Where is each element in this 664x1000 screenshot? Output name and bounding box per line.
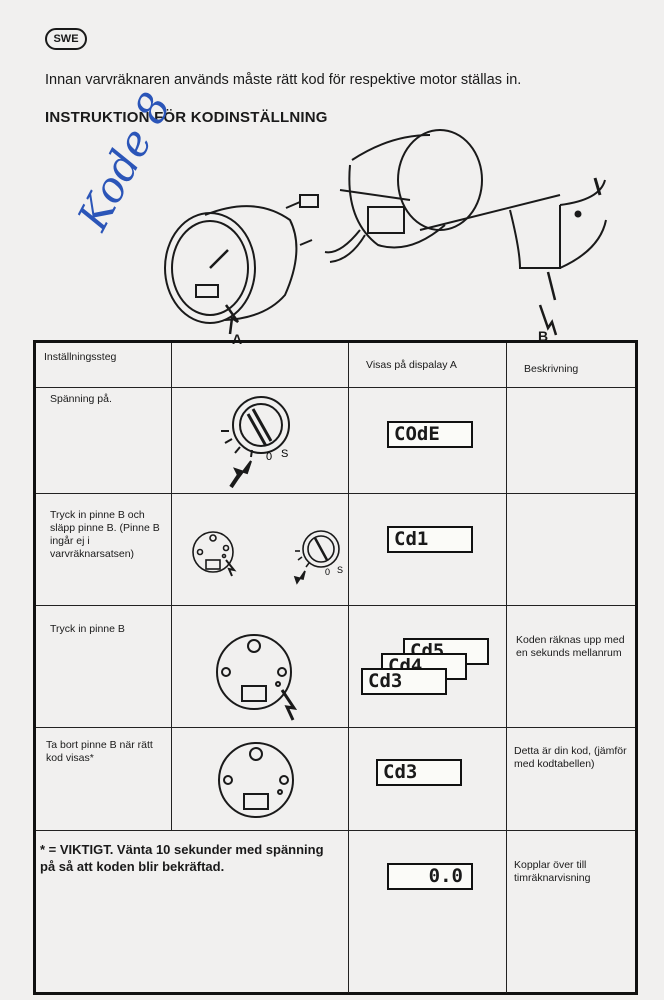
switch-label-s-small: S — [337, 565, 343, 575]
gauge-rear-large-icon — [216, 634, 298, 721]
language-badge: SWE — [45, 28, 87, 50]
description-3: Koden räknas upp med en sekunds mellanru… — [516, 634, 625, 659]
label-b: B — [538, 328, 549, 344]
code-setting-table: Inställningssteg Visas på dispalay A Bes… — [33, 340, 638, 995]
intro-text: Innan varvräknaren används måste rätt ko… — [45, 72, 522, 88]
gauge-rear-small-icon — [192, 531, 237, 577]
description-5: Kopplar över till timräknarvisning — [514, 859, 591, 884]
header-description: Beskrivning — [524, 363, 579, 375]
page-heading: INSTRUKTION FÖR KODINSTÄLLNING — [45, 109, 328, 126]
switch-label-0-small: 0 — [325, 567, 330, 577]
tachometer-installation-illustration — [164, 129, 607, 336]
display-cd3-final: Cd3 — [376, 759, 462, 786]
display-hour-counter: 0.0 — [387, 863, 473, 890]
switch-label-s: S — [281, 448, 288, 460]
step-4-text: Ta bort pinne B när rätt kod visas* — [46, 739, 153, 764]
header-step: Inställningssteg — [44, 351, 117, 363]
description-4: Detta är din kod, (jämför med kodtabelle… — [514, 745, 627, 770]
ignition-switch-icon: 0 S — [221, 396, 290, 489]
step-2-text: Tryck in pinne B och släpp pinne B. (Pin… — [50, 509, 160, 560]
gauge-rear-pin-removed-icon — [218, 742, 294, 818]
display-code-prompt: COdE — [387, 421, 473, 448]
ignition-switch-small-icon: 0 S — [293, 530, 343, 585]
display-cd3-stack: Cd3 — [361, 668, 447, 695]
label-a: A — [232, 331, 243, 347]
step-1-text: Spänning på. — [50, 393, 112, 405]
switch-label-0: 0 — [266, 451, 272, 463]
header-display: Visas på dispalay A — [366, 359, 457, 371]
step-3-text: Tryck in pinne B — [50, 623, 125, 635]
important-note: * = VIKTIGT. Vänta 10 sekunder med spänn… — [40, 842, 324, 874]
display-cd1: Cd1 — [387, 526, 473, 553]
